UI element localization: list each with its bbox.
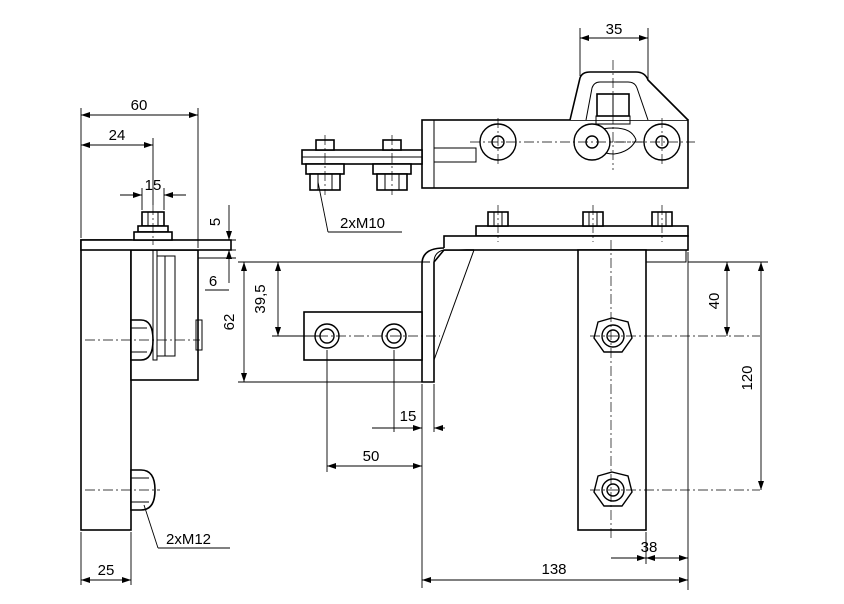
front-view — [300, 205, 760, 540]
dim-38: 38 — [641, 539, 658, 556]
front-view-dimensions — [238, 252, 768, 590]
dim-60: 60 — [131, 97, 148, 114]
dim-5: 5 — [207, 218, 224, 226]
dim-120: 120 — [739, 365, 756, 390]
dim-15-top: 15 — [145, 177, 162, 194]
dim-24: 24 — [109, 127, 126, 144]
dim-35: 35 — [606, 21, 623, 38]
dim-62: 62 — [221, 314, 238, 331]
tv-rod — [301, 149, 423, 165]
dim-25: 25 — [98, 562, 115, 579]
dim-40: 40 — [706, 293, 723, 310]
dim-138: 138 — [541, 561, 566, 578]
side-view — [80, 205, 232, 531]
dimension-labels: 60 24 15 5 6 25 35 39,5 62 15 50 40 120 … — [98, 21, 756, 579]
callout-m10: 2xM10 — [340, 215, 385, 232]
callout-m12: 2xM12 — [166, 531, 211, 548]
dim-39-5: 39,5 — [252, 284, 269, 313]
dim-15-mid: 15 — [400, 408, 417, 425]
top-view-dimensions — [317, 28, 649, 233]
dim-50: 50 — [363, 448, 380, 465]
dim-6: 6 — [209, 273, 217, 290]
tv-nut-left — [305, 139, 345, 191]
tv-nut-right — [372, 139, 412, 191]
top-view — [301, 60, 695, 195]
side-view-dimensions — [80, 108, 236, 585]
fv-nut-lower — [593, 471, 633, 507]
fv-nut-upper — [593, 317, 633, 353]
